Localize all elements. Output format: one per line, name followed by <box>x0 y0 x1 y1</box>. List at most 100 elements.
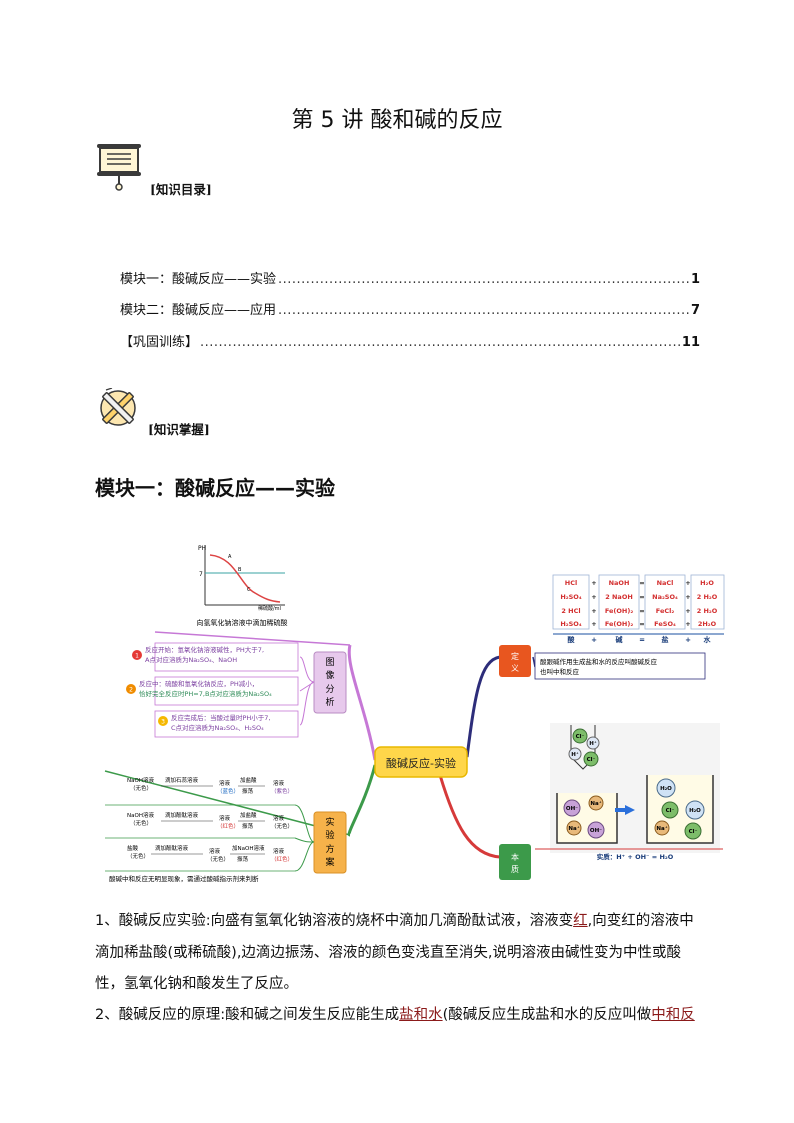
step-number-2 <box>126 684 136 694</box>
toc-item[interactable]: 【巩固训练】 .................................… <box>120 331 700 350</box>
svg-text:NaOH溶液: NaOH溶液 <box>127 811 154 819</box>
toc-leader: ........................................… <box>200 335 680 350</box>
svg-text:2 H₂O: 2 H₂O <box>697 607 718 615</box>
svg-text:（红色）: （红色） <box>271 855 293 863</box>
svg-text:振荡: 振荡 <box>237 855 249 863</box>
svg-text:溶液: 溶液 <box>219 779 231 787</box>
svg-text:=: = <box>639 607 644 615</box>
center-node <box>374 746 468 778</box>
svg-text:2 NaOH: 2 NaOH <box>605 593 633 601</box>
svg-text:（无色）: （无色） <box>130 784 152 792</box>
svg-text:本: 本 <box>511 852 519 862</box>
svg-text:+: + <box>685 620 690 628</box>
svg-text:OH⁻: OH⁻ <box>566 806 578 812</box>
svg-text:Na₂SO₄: Na₂SO₄ <box>652 593 678 601</box>
svg-text:方: 方 <box>325 843 334 855</box>
svg-text:溶液: 溶液 <box>273 814 285 822</box>
svg-text:溶液: 溶液 <box>273 847 285 855</box>
svg-text:Fe(OH)₂: Fe(OH)₂ <box>605 607 633 615</box>
toc-item-page: 7 <box>690 303 700 318</box>
svg-text:Cl⁻: Cl⁻ <box>576 734 585 740</box>
svg-text:2H₂O: 2H₂O <box>698 620 717 628</box>
graph-point-c: C <box>247 587 251 593</box>
svg-text:实: 实 <box>325 816 334 828</box>
paragraph-2: 2、酸碱反应的原理:酸和碱之间发生反应能生成盐和水(酸碱反应生成盐和水的反应叫做… <box>95 1007 695 1023</box>
graph-x-label: 稀硫酸/ml <box>258 605 281 612</box>
module-heading: 模块一：酸碱反应——实验 <box>95 476 335 500</box>
svg-text:+: + <box>591 620 596 628</box>
mind-map: 酸碱反应-实验 PH 7 稀硫酸/ml A B C 向氢氧化钠溶液中滴加稀硫酸 … <box>104 545 725 883</box>
svg-text:（紫色）: （紫色） <box>271 787 293 795</box>
branch-line <box>347 644 377 761</box>
graph-caption: 向氢氧化钠溶液中滴加稀硫酸 <box>197 618 288 627</box>
svg-text:Na⁺: Na⁺ <box>568 825 579 832</box>
svg-text:+: + <box>591 579 596 587</box>
svg-text:加NaOH溶液: 加NaOH溶液 <box>232 844 265 852</box>
toc-item-page: 11 <box>681 335 700 350</box>
essence-caption: 实质：H⁺ + OH⁻ = H₂O <box>597 852 674 861</box>
presentation-board-icon <box>97 144 141 191</box>
equation-footer: 酸 + 碱 = 盐 + 水 <box>568 635 712 644</box>
svg-text:2 HCl: 2 HCl <box>561 607 580 615</box>
svg-text:+: + <box>685 607 690 615</box>
graph-y-label: PH <box>198 545 206 552</box>
branch-line <box>347 764 377 837</box>
step-number-1 <box>132 650 142 660</box>
toc-item-page: 1 <box>690 272 700 287</box>
branch-node-definition <box>499 645 531 677</box>
svg-text:酸: 酸 <box>568 635 576 644</box>
svg-text:反应中：硫酸和氢氧化钠反应，PH减小，: 反应中：硫酸和氢氧化钠反应，PH减小， <box>139 679 258 688</box>
paragraph-1: 1、酸碱反应实验:向盛有氢氧化钠溶液的烧杯中滴加几滴酚酞试液，溶液变红,向变红的… <box>95 913 694 992</box>
toc-item-label: 模块一：酸碱反应——实验 <box>120 272 277 287</box>
svg-text:H₂O: H₂O <box>700 579 714 587</box>
branch-line <box>465 655 501 758</box>
svg-text:Fe(OH)₂: Fe(OH)₂ <box>605 620 633 628</box>
svg-text:=: = <box>639 620 644 628</box>
knowledge-heading: [知识掌握] <box>148 422 210 437</box>
svg-text:（无色）: （无色） <box>207 855 229 863</box>
svg-text:NaOH溶液: NaOH溶液 <box>127 776 154 784</box>
svg-text:析: 析 <box>325 696 334 708</box>
center-node-label: 酸碱反应-实验 <box>386 756 456 770</box>
svg-text:NaCl: NaCl <box>657 579 674 587</box>
svg-text:2 H₂O: 2 H₂O <box>697 593 718 601</box>
toc-leader: ........................................… <box>278 272 689 287</box>
toc-heading: [知识目录] <box>150 182 212 197</box>
svg-text:碱: 碱 <box>616 635 623 644</box>
svg-text:FeSO₄: FeSO₄ <box>654 620 676 628</box>
svg-text:C点对应溶质为Na₂SO₄、H₂SO₄: C点对应溶质为Na₂SO₄、H₂SO₄ <box>171 723 264 732</box>
experiment-row: 盐酸 （无色） 滴加酚酞溶液 溶液 （无色） 加NaOH溶液 振荡 溶液 （红色… <box>127 844 293 863</box>
toc-item[interactable]: 模块一：酸碱反应——实验 ...........................… <box>120 268 700 287</box>
svg-text:验: 验 <box>325 829 334 841</box>
step-number-3 <box>158 716 168 726</box>
svg-text:（无色）: （无色） <box>271 822 293 830</box>
svg-text:OH⁻: OH⁻ <box>590 828 602 834</box>
svg-text:质: 质 <box>511 864 519 874</box>
svg-text:恰好完全反应时PH=7,B点对应溶质为Na₂SO₄: 恰好完全反应时PH=7,B点对应溶质为Na₂SO₄ <box>139 689 272 698</box>
svg-text:H₂SO₄: H₂SO₄ <box>560 620 581 628</box>
toc-item[interactable]: 模块二：酸碱反应——应用 ...........................… <box>120 299 700 318</box>
equation-table: HCl + NaOH = NaCl + H₂O H₂SO₄ + 2 NaOH =… <box>552 574 725 630</box>
svg-text:Cl⁻: Cl⁻ <box>587 757 596 763</box>
svg-text:振荡: 振荡 <box>242 787 254 795</box>
svg-text:H⁺: H⁺ <box>571 751 579 758</box>
svg-text:Na⁺: Na⁺ <box>590 800 601 807</box>
svg-text:H⁺: H⁺ <box>589 740 597 747</box>
graph-point-b: B <box>238 567 242 573</box>
svg-text:水: 水 <box>704 635 712 644</box>
svg-text:（红色）: （红色） <box>217 822 239 830</box>
svg-text:2: 2 <box>129 687 133 694</box>
definition-text: 也叫中和反应 <box>540 667 580 676</box>
branch-line <box>438 774 501 859</box>
svg-text:反应开始：氢氧化钠溶液碱性，PH大于7,: 反应开始：氢氧化钠溶液碱性，PH大于7, <box>145 645 264 654</box>
svg-text:H₂O: H₂O <box>660 786 672 792</box>
svg-text:NaOH: NaOH <box>609 579 630 587</box>
svg-text:像: 像 <box>325 669 334 681</box>
svg-text:H₂O: H₂O <box>689 808 701 814</box>
svg-text:（无色）: （无色） <box>127 852 149 860</box>
svg-text:H₂SO₄: H₂SO₄ <box>560 593 581 601</box>
experiment-row: NaOH溶液 （无色） 滴加酚酞溶液 溶液 （红色） 加盐酸 振荡 溶液 （无色… <box>127 811 293 830</box>
experiment-row: NaOH溶液 （无色） 滴加石蕊溶液 溶液 （蓝色） 加盐酸 振荡 溶液 （紫色… <box>127 776 293 795</box>
definition-text: 酸跟碱作用生成盐和水的反应叫酸碱反应 <box>540 657 658 666</box>
svg-text:溶液: 溶液 <box>273 779 285 787</box>
